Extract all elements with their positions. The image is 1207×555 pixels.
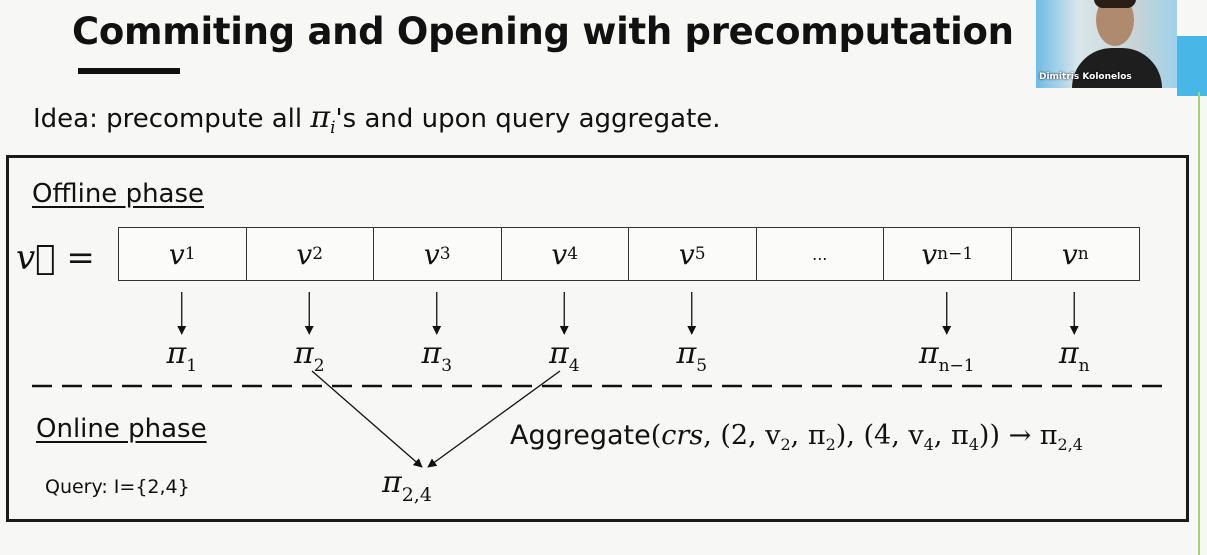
proof-symbol: π xyxy=(293,336,314,371)
vector-cell-symbol: v xyxy=(921,237,938,271)
aggregate-sub-pi4: 4 xyxy=(968,435,979,454)
proof-subscript: 1 xyxy=(186,356,198,376)
proof-subscript: 2 xyxy=(313,356,325,376)
idea-pi: π xyxy=(310,100,331,135)
aggregate-arrow-from-pi4 xyxy=(427,370,561,468)
vector-cell-subscript: n xyxy=(1077,244,1089,264)
proof-item: πn−1 xyxy=(919,336,975,376)
vector-cell-symbol: v xyxy=(296,237,313,271)
vector-cell-subscript: 4 xyxy=(567,244,579,264)
right-edge-line xyxy=(1198,92,1200,555)
proof-symbol: π xyxy=(1058,336,1079,371)
aggregate-part-3: , π xyxy=(790,420,826,451)
aggregate-sub-result: 2,4 xyxy=(1057,435,1083,454)
down-arrows xyxy=(177,292,1079,335)
diagram-frame xyxy=(6,155,1189,522)
webcam-video: Dimitris Kolonelos xyxy=(1036,0,1177,88)
proof-symbol: π xyxy=(421,336,442,371)
aggregate-part-4: ), (4, v xyxy=(835,420,924,451)
proof-symbol: π xyxy=(548,336,569,371)
vector-cell-subscript: 1 xyxy=(184,244,196,264)
proof-symbol: π xyxy=(918,336,939,371)
aggregated-proof-symbol: π xyxy=(382,465,402,500)
vector-cell-symbol: v xyxy=(423,237,440,271)
aggregate-sub-pi2: 2 xyxy=(825,435,836,454)
aggregated-proof-subscript: 2,4 xyxy=(401,484,432,506)
idea-pi-subscript: i xyxy=(330,118,336,138)
aggregate-part-5: , π xyxy=(933,420,969,451)
aggregate-word: Aggregate xyxy=(510,420,651,451)
proof-item: π3 xyxy=(421,336,452,376)
presenter-hair xyxy=(1094,0,1136,8)
vector-cell-subscript: n−1 xyxy=(937,244,974,264)
vector-cell-subscript: 5 xyxy=(694,244,706,264)
offline-phase-label: Offline phase xyxy=(32,179,205,209)
online-phase-label: Online phase xyxy=(36,414,207,444)
vector-cell-symbol: ... xyxy=(812,244,828,264)
idea-text: Idea: precompute all πi's and upon query… xyxy=(33,100,721,138)
vector-cell-symbol: v xyxy=(1061,237,1078,271)
title-underline xyxy=(78,68,180,74)
proof-item: π2 xyxy=(294,336,325,376)
proof-item: πn xyxy=(1059,336,1090,376)
aggregate-part-6: )) → π xyxy=(978,420,1058,451)
aggregate-sub-v4: 4 xyxy=(923,435,934,454)
vector-label: v⃗ = xyxy=(16,238,95,278)
vector-cell-symbol: v xyxy=(551,237,568,271)
proof-item: π1 xyxy=(166,336,197,376)
aggregated-proof: π2,4 xyxy=(382,465,432,506)
proof-item: π5 xyxy=(676,336,707,376)
aggregate-arrow-from-pi2 xyxy=(311,370,423,468)
slide-title: Commiting and Opening with precomputatio… xyxy=(72,10,1014,53)
proof-subscript: 4 xyxy=(568,356,580,376)
proof-subscript: n xyxy=(1078,356,1090,376)
query-label: Query: I={2,4} xyxy=(45,476,190,498)
proof-symbol: π xyxy=(166,336,187,371)
idea-prefix: Idea: precompute all xyxy=(33,104,311,134)
vector-cell-subscript: 3 xyxy=(439,244,451,264)
proof-symbol: π xyxy=(676,336,697,371)
proof-subscript: n−1 xyxy=(938,356,975,376)
proof-subscript: 3 xyxy=(441,356,453,376)
vector-cell-symbol: v xyxy=(678,237,695,271)
aggregate-sub-v2: 2 xyxy=(780,435,791,454)
aggregate-open: ( xyxy=(650,420,662,451)
aggregate-part-2: , (2, v xyxy=(703,420,781,451)
vector-cell: ... xyxy=(757,228,884,280)
aggregate-formula: Aggregate(crs, (2, v2, π2), (4, v4, π4))… xyxy=(510,420,1083,454)
idea-suffix: 's and upon query aggregate. xyxy=(335,104,721,134)
aggregate-crs: crs xyxy=(661,420,704,451)
vector-cell-symbol: v xyxy=(168,237,185,271)
proof-subscript: 5 xyxy=(696,356,708,376)
proof-item: π4 xyxy=(549,336,580,376)
webcam-name-label: Dimitris Kolonelos xyxy=(1039,72,1132,82)
right-edge-strip xyxy=(1177,36,1207,96)
vector-cell-subscript: 2 xyxy=(312,244,324,264)
